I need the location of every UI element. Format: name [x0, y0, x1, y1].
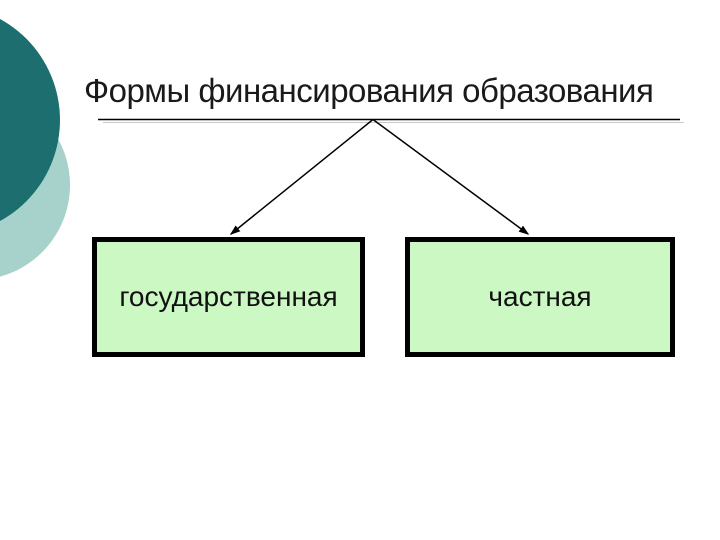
slide-title: Формы финансирования образования — [84, 72, 654, 109]
connector-right — [372, 118, 530, 235]
connector-left — [229, 118, 374, 235]
node-state-financing[interactable]: государственная — [92, 237, 365, 357]
node-private-financing[interactable]: частная — [405, 237, 675, 357]
node-state-financing-label: государственная — [119, 281, 338, 312]
node-private-financing-label: частная — [488, 281, 592, 312]
